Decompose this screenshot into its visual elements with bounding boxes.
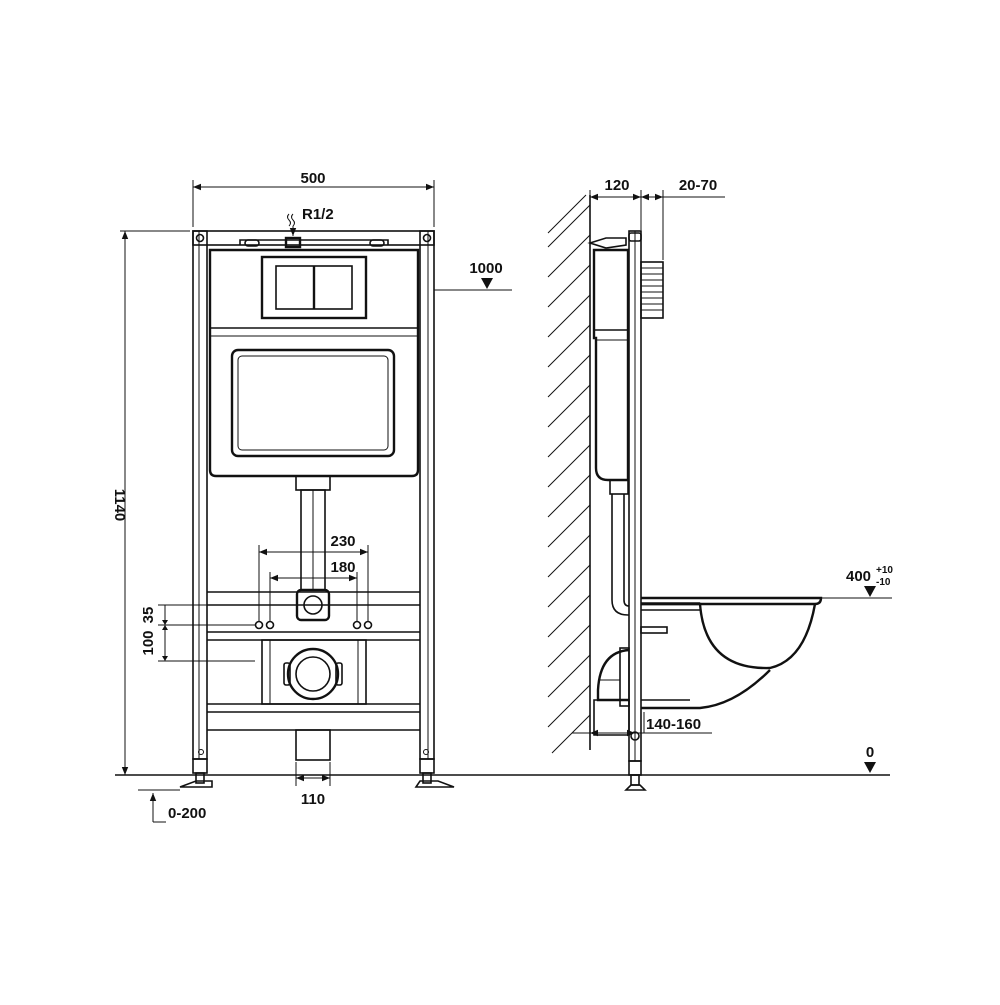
bowl-outer (641, 669, 771, 710)
bowl-tolerance-plus: +10 (876, 565, 893, 576)
front-view: 500 R1/2 1000 1140 230 180 35 100 (111, 170, 890, 823)
cistern (208, 248, 420, 478)
right-upright (419, 230, 435, 760)
offset-small-label: 35 (140, 607, 157, 624)
mounting-hole (254, 620, 264, 630)
downpipe-collar (295, 475, 331, 491)
offset-large-label: 100 (140, 630, 157, 655)
cistern-side (592, 248, 630, 482)
drain-bend-side (596, 648, 630, 702)
wall-hatching (547, 194, 591, 754)
leg-adjust-label: 0-200 (168, 805, 206, 822)
outlet-label: 140-160 (646, 716, 701, 733)
mounting-hole (363, 620, 373, 630)
access-panel (230, 348, 396, 458)
drain-outlet (286, 647, 340, 701)
bowl-inner (641, 602, 817, 670)
side-view: 120 20-70 400 +10 -10 140-160 0 (547, 177, 893, 791)
floor-label: 0 (866, 744, 874, 761)
inlet-label: R1/2 (302, 206, 334, 223)
right-foot (414, 780, 455, 788)
top-rail (192, 230, 435, 246)
spacing-outer-label: 230 (330, 533, 355, 550)
flush-connector (295, 588, 331, 622)
depth-label: 120 (604, 177, 629, 194)
flush-plate-side (640, 261, 664, 319)
button-depth-label: 20-70 (679, 177, 717, 194)
left-upright (192, 230, 208, 760)
flush-plate (260, 255, 368, 320)
width-label: 500 (300, 170, 325, 187)
bowl-tolerance-minus: -10 (876, 577, 891, 588)
level-label: 1000 (469, 260, 502, 277)
drain-label: 110 (301, 791, 325, 808)
mounting-hole (352, 620, 362, 630)
spacing-inner-label: 180 (330, 559, 355, 576)
height-label: 1140 (111, 489, 128, 522)
drain-bend (295, 729, 331, 761)
bowl-height-label: 400 (846, 568, 871, 585)
mounting-hole (265, 620, 275, 630)
left-foot (179, 780, 213, 788)
outlet-frame (261, 639, 367, 705)
